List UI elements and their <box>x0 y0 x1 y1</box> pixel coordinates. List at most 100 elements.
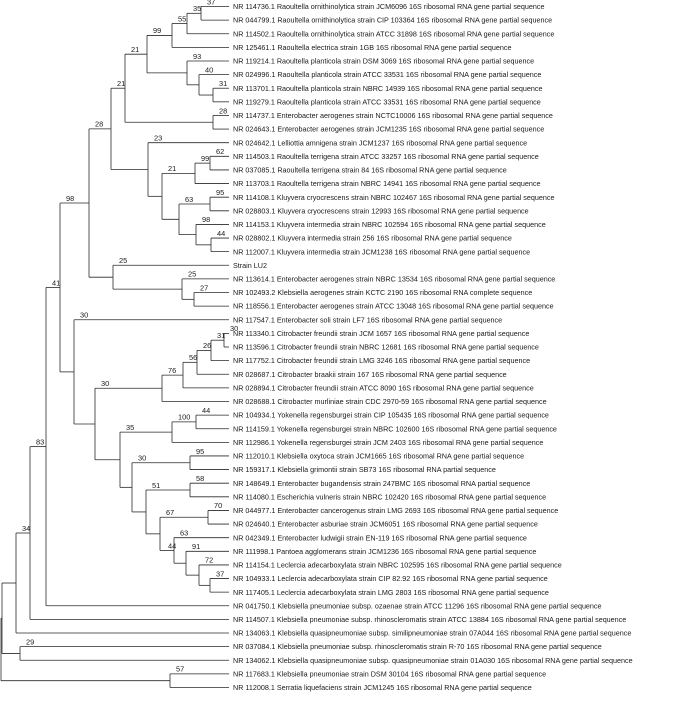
leaf-label: NR 148649.1 Enterobacter bugandensis str… <box>233 479 530 488</box>
leaf-label: NR 112986.1 Yokenella regensburgei strai… <box>233 438 543 447</box>
bootstrap-value: 21 <box>168 164 176 173</box>
leaf-label: NR 125461.1 Raoultella electrica strain … <box>233 43 511 52</box>
leaf-label: NR 111998.1 Pantoea agglomerans strain J… <box>233 547 536 556</box>
leaf-label: NR 028687.1 Citrobacter braakii strain 1… <box>233 370 507 379</box>
leaf-label: NR 119214.1 Raoultella planticola strain… <box>233 57 534 66</box>
bootstrap-value: 28 <box>219 106 227 115</box>
leaf-label: Strain LU2 <box>233 261 267 270</box>
leaf-label: NR 024643.1 Enterobacter aerogenes strai… <box>233 125 544 134</box>
leaf-label: NR 117547.1 Enterobacter soli strain LF7… <box>233 315 502 324</box>
leaf-label: NR 118556.1 Enterobacter aerogenes strai… <box>233 302 554 311</box>
bootstrap-value: 27 <box>200 283 208 292</box>
bootstrap-value: 57 <box>176 665 184 674</box>
bootstrap-value: 21 <box>131 45 139 54</box>
leaf-label: NR 028688.1 Citrobacter murliniae strain… <box>233 397 547 406</box>
leaf-label: NR 042349.1 Enterobacter ludwigii strain… <box>233 533 527 542</box>
bootstrap-value: 30 <box>230 324 238 333</box>
bootstrap-value: 70 <box>214 501 222 510</box>
bootstrap-value: 63 <box>185 195 193 204</box>
leaf-label: NR 041750.1 Klebsiella pneumoniae subsp.… <box>233 601 602 610</box>
bootstrap-value: 31 <box>219 79 227 88</box>
bootstrap-value: 25 <box>119 256 127 265</box>
leaf-label: NR 114080.1 Escherichia vulneris strain … <box>233 492 546 501</box>
bootstrap-value: 26 <box>203 341 211 350</box>
bootstrap-value: 72 <box>205 556 213 565</box>
bootstrap-value: 44 <box>202 406 210 415</box>
bootstrap-value: 100 <box>178 413 190 422</box>
bootstrap-value: 31 <box>217 331 225 340</box>
leaf-label: NR 113701.1 Raoultella planticola strain… <box>233 84 543 93</box>
leaf-label: NR 028894.1 Citrobacter freundii strain … <box>233 383 534 392</box>
bootstrap-value: 44 <box>168 541 176 550</box>
leaf-label: NR 028802.1 Kluyvera intermedia strain 2… <box>233 234 512 243</box>
leaf-label: NR 114108.1 Kluyvera cryocrescens strain… <box>233 193 554 202</box>
bootstrap-value: 40 <box>205 65 213 74</box>
leaf-label: NR 159317.1 Klebsiella grimontii strain … <box>233 465 496 474</box>
bootstrap-value: 28 <box>95 120 103 129</box>
leaf-label: NR 117752.1 Citrobacter freundii strain … <box>233 356 530 365</box>
leaf-label: NR 134063.1 Klebsiella quasipneumoniae s… <box>233 629 631 638</box>
leaf-label: NR 114502.1 Raoultella ornithinolytica s… <box>233 29 554 38</box>
bootstrap-value: 99 <box>153 26 161 35</box>
bootstrap-value: 56 <box>189 353 197 362</box>
leaf-label: NR 104933.1 Leclercia adecarboxylata str… <box>233 574 548 583</box>
leaf-label: NR 113703.1 Raoultella terrigena strain … <box>233 179 541 188</box>
bootstrap-value: 25 <box>188 270 196 279</box>
leaf-label: NR 102493.2 Klebsiella aerogenes strain … <box>233 288 532 297</box>
bootstrap-value: 35 <box>193 4 201 13</box>
leaf-label: NR 037085.1 Raoultella terrigena strain … <box>233 166 507 175</box>
bootstrap-value: 30 <box>80 311 88 320</box>
leaf-label: NR 024996.1 Raoultella planticola strain… <box>233 70 541 79</box>
bootstrap-value: 95 <box>216 188 224 197</box>
leaf-label: NR 024642.1 Lelliottia amnigena strain J… <box>233 138 527 147</box>
leaf-label: NR 112007.1 Kluyvera intermedia strain J… <box>233 247 530 256</box>
tree-branches <box>0 6 229 688</box>
bootstrap-value: 51 <box>152 481 160 490</box>
bootstrap-value: 44 <box>217 229 225 238</box>
leaf-label: NR 112008.1 Serratia liquefaciens strain… <box>233 683 532 692</box>
bootstrap-value: 23 <box>154 134 162 143</box>
leaf-label: NR 044977.1 Enterobacter cancerogenus st… <box>233 506 558 515</box>
leaf-label: NR 114154.1 Leclercia adecarboxylata str… <box>233 561 562 570</box>
bootstrap-value: 30 <box>101 379 109 388</box>
bootstrap-value: 93 <box>193 52 201 61</box>
leaf-label: NR 114159.1 Yokenella regensburgei strai… <box>233 424 557 433</box>
bootstrap-value: 35 <box>126 423 134 432</box>
bootstrap-value: 62 <box>216 147 224 156</box>
leaf-label: NR 037084.1 Klebsiella pneumoniae subsp.… <box>233 642 602 651</box>
bootstrap-value: 34 <box>22 524 30 533</box>
bootstrap-value: 76 <box>168 366 176 375</box>
leaf-label: NR 117683.1 Klebsiella pneumoniae strain… <box>233 669 546 678</box>
leaf-label: NR 114503.1 Raoultella terrigena strain … <box>233 152 539 161</box>
bootstrap-value: 63 <box>180 528 188 537</box>
leaf-label: NR 044799.1 Raoultella ornithinolytica s… <box>233 16 552 25</box>
bootstrap-value: 83 <box>36 437 44 446</box>
leaf-label: NR 119279.1 Raoultella planticola strain… <box>233 97 541 106</box>
bootstrap-value: 29 <box>26 637 34 646</box>
leaf-label: NR 113614.1 Enterobacter aerogenes strai… <box>233 275 555 284</box>
leaf-label: NR 024640.1 Enterobacter asburiae strain… <box>233 520 538 529</box>
bootstrap-value: 21 <box>117 79 125 88</box>
leaf-label: NR 134062.1 Klebsiella quasipneumoniae s… <box>233 656 633 665</box>
bootstrap-value: 41 <box>52 278 60 287</box>
leaf-label: NR 114507.1 Klebsiella pneumoniae subsp.… <box>233 615 626 624</box>
leaf-label: NR 114736.1 Raoultella ornithinolytica s… <box>233 2 545 11</box>
bootstrap-value: 91 <box>192 542 200 551</box>
leaf-label: NR 113596.1 Citrobacter freundii strain … <box>233 343 539 352</box>
bootstrap-value: 55 <box>178 14 186 23</box>
bootstrap-value: 98 <box>202 215 210 224</box>
bootstrap-value: 95 <box>196 447 204 456</box>
bootstrap-value: 98 <box>66 194 74 203</box>
leaf-label: NR 112010.1 Klebsiella oxytoca strain JC… <box>233 452 524 461</box>
leaf-label: NR 117405.1 Leclercia adecarboxylata str… <box>233 588 549 597</box>
bootstrap-value: 99 <box>201 154 209 163</box>
leaf-label: NR 114153.1 Kluyvera intermedia strain N… <box>233 220 546 229</box>
leaf-label: NR 114737.1 Enterobacter aerogenes strai… <box>233 111 553 120</box>
leaf-label: NR 113340.1 Citrobacter freundii strain … <box>233 329 529 338</box>
bootstrap-value: 30 <box>138 454 146 463</box>
bootstrap-value: 37 <box>207 0 215 6</box>
bootstrap-value: 58 <box>196 474 204 483</box>
bootstrap-value: 37 <box>216 569 224 578</box>
bootstrap-value: 67 <box>166 508 174 517</box>
